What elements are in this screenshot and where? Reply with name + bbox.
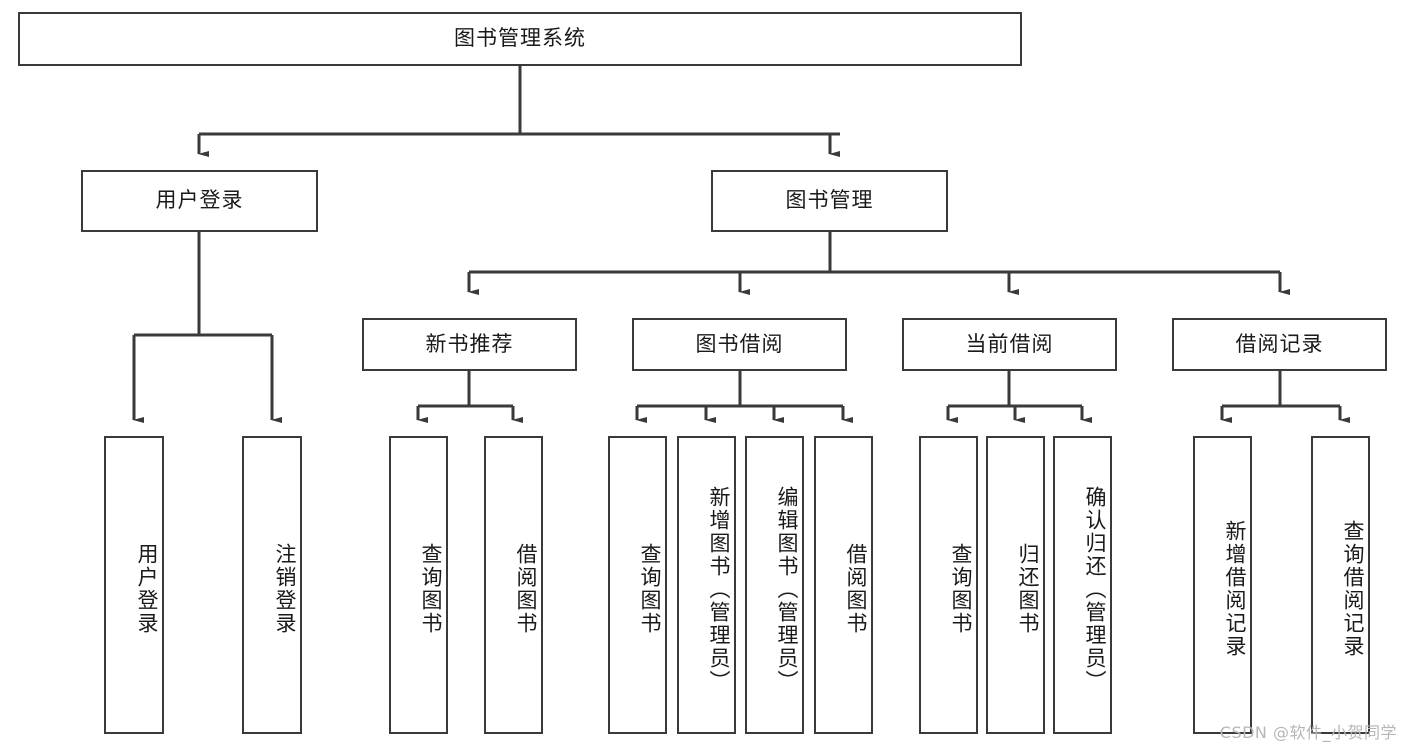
node-book-manage-label: 图书管理 xyxy=(785,188,874,213)
node-leaf-add-record[interactable]: 新增借阅记录 xyxy=(1193,436,1252,734)
node-leaf-query-book-2[interactable]: 查询图书 xyxy=(608,436,667,734)
node-user-login-label: 用户登录 xyxy=(155,188,244,213)
node-current-borrow-label: 当前借阅 xyxy=(965,331,1054,356)
node-leaf-borrow-book-2-label: 借阅图书 xyxy=(844,543,868,635)
node-leaf-user-logout[interactable]: 注销登录 xyxy=(242,436,302,734)
node-leaf-user-logout-label: 注销登录 xyxy=(273,543,297,635)
node-leaf-edit-book-label: 编辑图书（管理员） xyxy=(775,485,799,693)
node-book-borrow[interactable]: 图书借阅 xyxy=(632,318,847,371)
node-leaf-borrow-book-1-label: 借阅图书 xyxy=(514,543,538,635)
node-leaf-query-book-3-label: 查询图书 xyxy=(949,543,973,635)
node-leaf-return-book-label: 归还图书 xyxy=(1016,543,1040,635)
node-root-label: 图书管理系统 xyxy=(454,26,586,51)
node-leaf-borrow-book-1[interactable]: 借阅图书 xyxy=(484,436,543,734)
node-leaf-query-book-1[interactable]: 查询图书 xyxy=(389,436,448,734)
node-leaf-query-book-3[interactable]: 查询图书 xyxy=(919,436,978,734)
node-book-manage[interactable]: 图书管理 xyxy=(711,170,948,232)
node-borrow-record[interactable]: 借阅记录 xyxy=(1172,318,1387,371)
node-leaf-borrow-book-2[interactable]: 借阅图书 xyxy=(814,436,873,734)
node-new-book-rec[interactable]: 新书推荐 xyxy=(362,318,577,371)
node-user-login[interactable]: 用户登录 xyxy=(81,170,318,232)
node-leaf-edit-book[interactable]: 编辑图书（管理员） xyxy=(745,436,804,734)
node-leaf-confirm-return[interactable]: 确认归还（管理员） xyxy=(1053,436,1112,734)
node-new-book-rec-label: 新书推荐 xyxy=(425,331,514,356)
node-borrow-record-label: 借阅记录 xyxy=(1235,331,1324,356)
node-leaf-add-book[interactable]: 新增图书（管理员） xyxy=(677,436,736,734)
node-root[interactable]: 图书管理系统 xyxy=(18,12,1022,66)
node-leaf-add-record-label: 新增借阅记录 xyxy=(1223,520,1247,658)
node-leaf-query-record[interactable]: 查询借阅记录 xyxy=(1311,436,1370,734)
node-leaf-query-book-1-label: 查询图书 xyxy=(419,543,443,635)
node-leaf-query-book-2-label: 查询图书 xyxy=(638,543,662,635)
node-leaf-return-book[interactable]: 归还图书 xyxy=(986,436,1045,734)
node-leaf-user-login-label: 用户登录 xyxy=(135,543,159,635)
node-current-borrow[interactable]: 当前借阅 xyxy=(902,318,1117,371)
node-leaf-confirm-return-label: 确认归还（管理员） xyxy=(1083,485,1107,693)
node-leaf-query-record-label: 查询借阅记录 xyxy=(1341,520,1365,658)
node-leaf-add-book-label: 新增图书（管理员） xyxy=(707,485,731,693)
node-leaf-user-login[interactable]: 用户登录 xyxy=(104,436,164,734)
node-book-borrow-label: 图书借阅 xyxy=(695,331,784,356)
